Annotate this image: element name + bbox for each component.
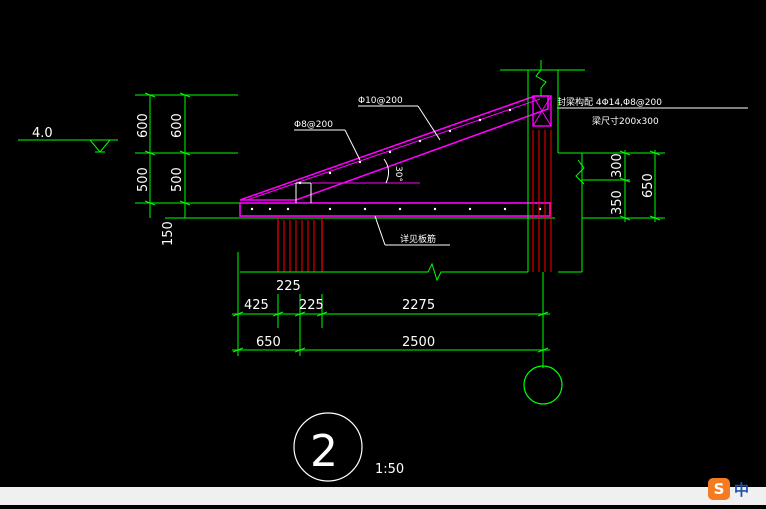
col-width-dim: 225 <box>276 279 301 294</box>
taskbar <box>0 487 766 505</box>
level-mark: 4.0 <box>18 126 118 153</box>
bottom-dimension-chain <box>232 252 550 368</box>
detail-number: 2 <box>310 426 338 477</box>
ime-indicator[interactable]: S 中 <box>708 476 764 502</box>
detail-callout: 2 1:50 <box>293 412 404 482</box>
bottom-dim-row2-b: 2500 <box>402 335 435 350</box>
sloped-roof-slab <box>239 95 549 201</box>
slab-note-text: 详见板筋 <box>400 233 436 245</box>
rebar-secondary-text: Φ8@200 <box>294 120 333 130</box>
angle-marker: 30° <box>312 158 420 184</box>
left-dimension-chain <box>135 92 240 218</box>
left-dim-slab-thickness: 150 <box>161 221 176 246</box>
horizontal-slab <box>239 182 551 217</box>
left-dim-inner-top: 600 <box>170 113 185 138</box>
right-wall <box>500 60 585 272</box>
bottom-dim-row2-a: 650 <box>256 335 281 350</box>
beam-rebar-text: 封梁构配 4Φ14,Φ8@200 <box>557 96 662 108</box>
bottom-dim-row1-c: 2275 <box>402 298 435 313</box>
left-dim-outer-bottom: 500 <box>136 167 151 192</box>
slab-support-column <box>277 218 323 272</box>
right-dim-upper: 300 <box>610 153 625 178</box>
left-dim-inner-bottom: 500 <box>170 167 185 192</box>
grid-axis-bubble <box>523 365 563 405</box>
sogou-logo-icon[interactable]: S <box>708 478 730 500</box>
left-dim-outer-top: 600 <box>136 113 151 138</box>
bottom-dim-row1-b: 225 <box>299 298 324 313</box>
level-mark-text: 4.0 <box>32 126 53 141</box>
right-dim-total: 650 <box>641 173 656 198</box>
bottom-dim-row1-a: 425 <box>244 298 269 313</box>
rebar-callouts <box>294 105 748 246</box>
beam-size-text: 梁尺寸200x300 <box>592 115 659 127</box>
ime-mode-label[interactable]: 中 <box>734 480 750 499</box>
right-dimension-chain <box>582 150 665 222</box>
ground-break-line <box>240 262 582 282</box>
detail-scale: 1:50 <box>375 462 404 477</box>
right-dim-lower: 350 <box>610 190 625 215</box>
angle-text: 30° <box>393 166 403 182</box>
rebar-main-text: Φ10@200 <box>358 96 403 106</box>
